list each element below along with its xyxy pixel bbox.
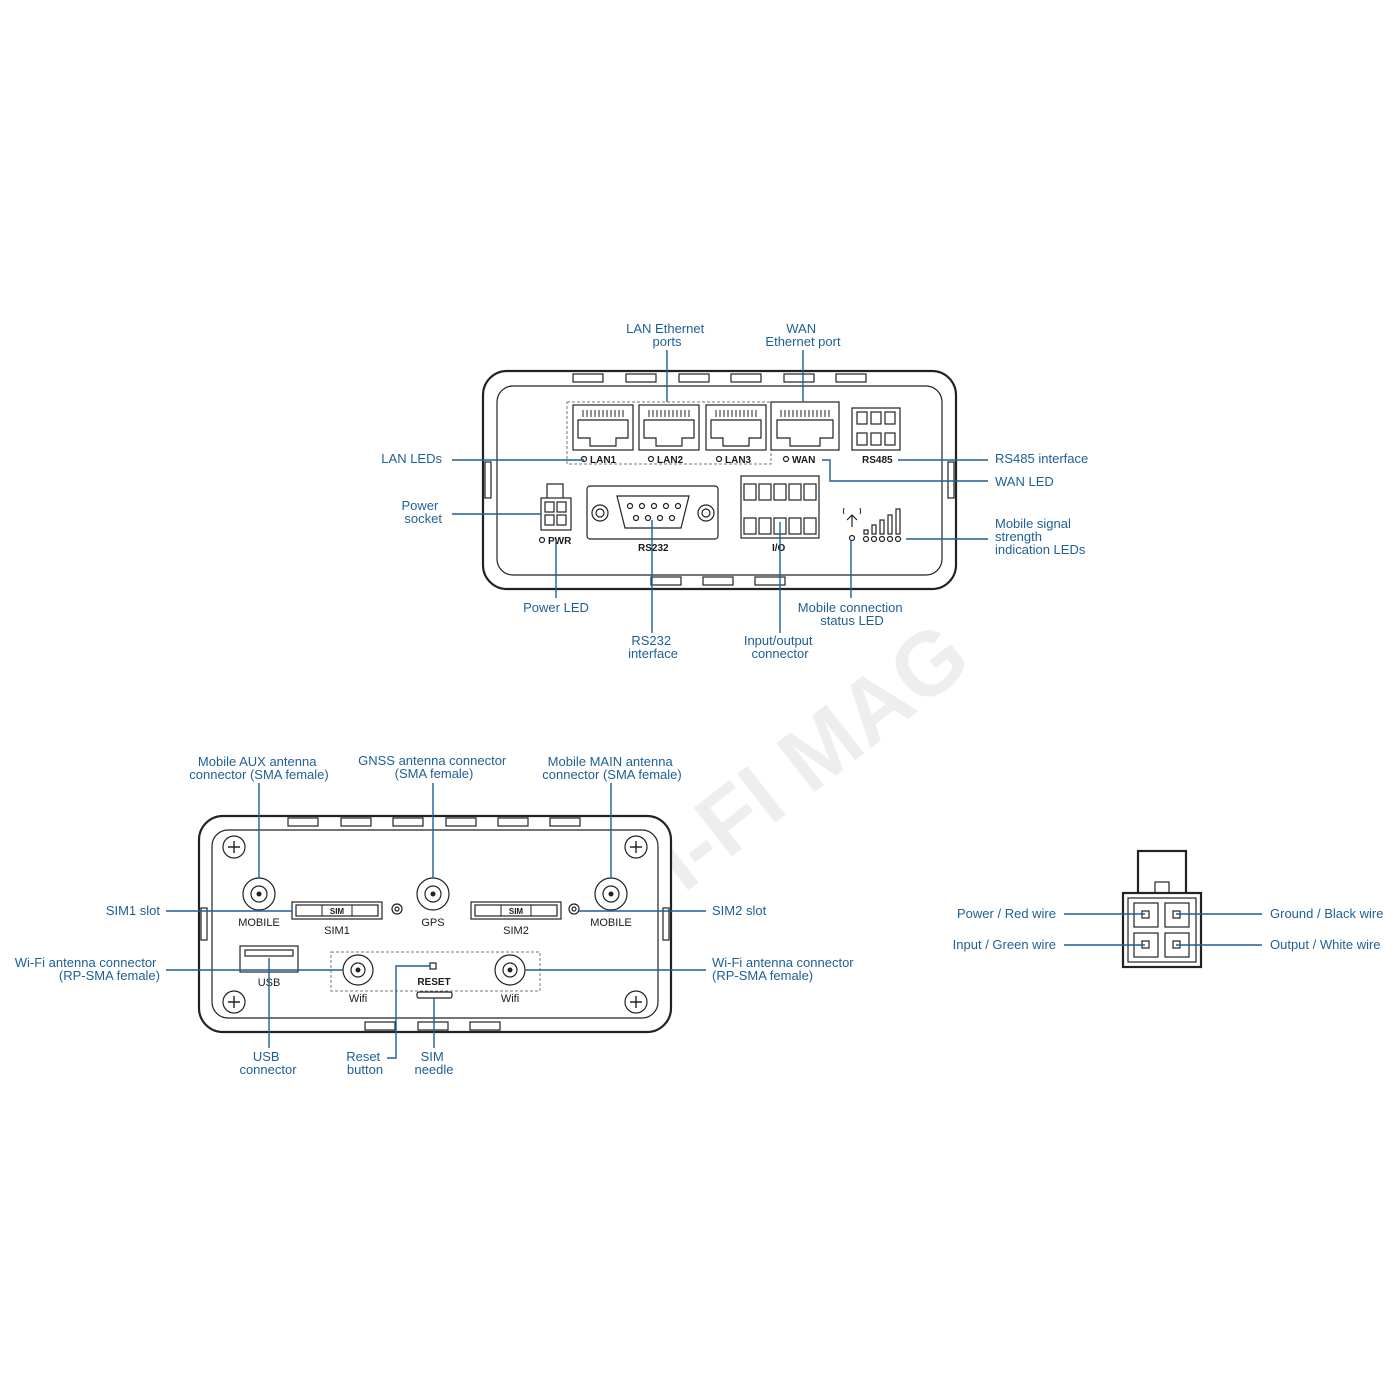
mobile-main-connector xyxy=(594,877,628,911)
rs232-connector xyxy=(586,485,719,540)
callout-power-wire: Power / Red wire xyxy=(957,906,1056,921)
pwr-label: PWR xyxy=(548,536,572,547)
callout-wifi-left: Wi-Fi antenna connector (RP-SMA female) xyxy=(15,955,160,983)
wan-port xyxy=(770,401,840,451)
front-top-tabs xyxy=(287,817,581,827)
callout-wan-port: WAN Ethernet port xyxy=(765,321,841,349)
gps-connector xyxy=(416,877,450,911)
callout-mobile-status: Mobile connection status LED xyxy=(798,600,906,628)
rs485-label: RS485 xyxy=(862,455,893,466)
wan-led-leader xyxy=(822,459,988,482)
front-panel-inner xyxy=(211,829,659,1019)
rs485-connector xyxy=(851,407,901,451)
callout-lan-leds: LAN LEDs xyxy=(381,451,442,466)
wifi-left-label: Wifi xyxy=(349,993,367,1005)
mobile-left-label: MOBILE xyxy=(238,917,280,929)
callout-input-wire: Input / Green wire xyxy=(953,937,1056,952)
back-top-tabs xyxy=(572,373,867,383)
lan1-label: LAN1 xyxy=(590,455,617,466)
front-bottom-tabs xyxy=(364,1021,501,1031)
sim2-label: SIM2 xyxy=(503,925,529,937)
callout-rs485: RS485 interface xyxy=(995,451,1088,466)
wifi-group xyxy=(330,951,541,992)
sim2-slot xyxy=(470,901,562,920)
callout-wifi-right: Wi-Fi antenna connector (RP-SMA female) xyxy=(712,955,857,983)
lan3-port xyxy=(705,404,767,451)
reset-leader xyxy=(387,965,430,1059)
pwr-led xyxy=(538,536,546,544)
rs232-label: RS232 xyxy=(638,543,669,554)
wifi-left-connector xyxy=(342,954,374,986)
callout-aux: Mobile AUX antenna connector (SMA female… xyxy=(189,754,328,782)
callout-sim-needle: SIM needle xyxy=(414,1049,453,1077)
gps-label: GPS xyxy=(421,917,444,929)
wifi-right-connector xyxy=(494,954,526,986)
lan3-led xyxy=(715,455,723,463)
mobile-aux-connector xyxy=(242,877,276,911)
lan2-label: LAN2 xyxy=(657,455,684,466)
callout-main: Mobile MAIN antenna connector (SMA femal… xyxy=(542,754,681,782)
callout-signal: Mobile signal strength indication LEDs xyxy=(995,516,1086,557)
reset-button xyxy=(429,962,437,970)
sim2-chip-label: SIM xyxy=(509,907,524,916)
signal-strength-leds xyxy=(842,507,902,543)
callout-sim1-slot: SIM1 slot xyxy=(106,903,161,918)
back-bottom-tabs xyxy=(650,576,786,586)
lan2-led xyxy=(647,455,655,463)
io-label: I/O xyxy=(772,543,786,554)
mobile-right-label: MOBILE xyxy=(590,917,632,929)
callout-power-led: Power LED xyxy=(523,600,589,615)
lan1-port xyxy=(572,404,634,451)
screw-icons xyxy=(222,835,648,1014)
wan-led xyxy=(782,455,790,463)
wan-label: WAN xyxy=(792,455,815,466)
lan1-led xyxy=(580,455,588,463)
callout-reset: Reset button xyxy=(346,1049,384,1077)
connector-pins xyxy=(1133,902,1190,958)
callout-rs232: RS232 interface xyxy=(628,633,678,661)
sim-needle-hole xyxy=(416,991,453,999)
callout-sim2-slot: SIM2 slot xyxy=(712,903,767,918)
back-panel: LAN1 LAN2 LAN3 WAN RS485 PWR xyxy=(381,321,1088,661)
power-connector: Power / Red wire Input / Green wire Grou… xyxy=(953,849,1383,969)
front-panel: MOBILE GPS MOBILE SIM SIM1 SIM SIM2 xyxy=(15,753,857,1077)
lan2-port xyxy=(638,404,700,451)
callout-io: Input/output connector xyxy=(744,633,816,661)
wifi-right-label: Wifi xyxy=(501,993,519,1005)
reset-label: RESET xyxy=(417,977,450,988)
callout-wan-led: WAN LED xyxy=(995,474,1054,489)
callout-lan-ports: LAN Ethernet ports xyxy=(626,321,708,349)
power-socket xyxy=(540,483,572,531)
callout-output-wire: Output / White wire xyxy=(1270,937,1381,952)
sim1-chip-label: SIM xyxy=(330,907,345,916)
sim1-label: SIM1 xyxy=(324,925,350,937)
callout-power-socket: Power socket xyxy=(402,498,443,526)
callout-gnss: GNSS antenna connector (SMA female) xyxy=(358,753,510,781)
callout-ground-wire: Ground / Black wire xyxy=(1270,906,1383,921)
lan3-label: LAN3 xyxy=(725,455,752,466)
callout-usb: USB connector xyxy=(239,1049,297,1077)
